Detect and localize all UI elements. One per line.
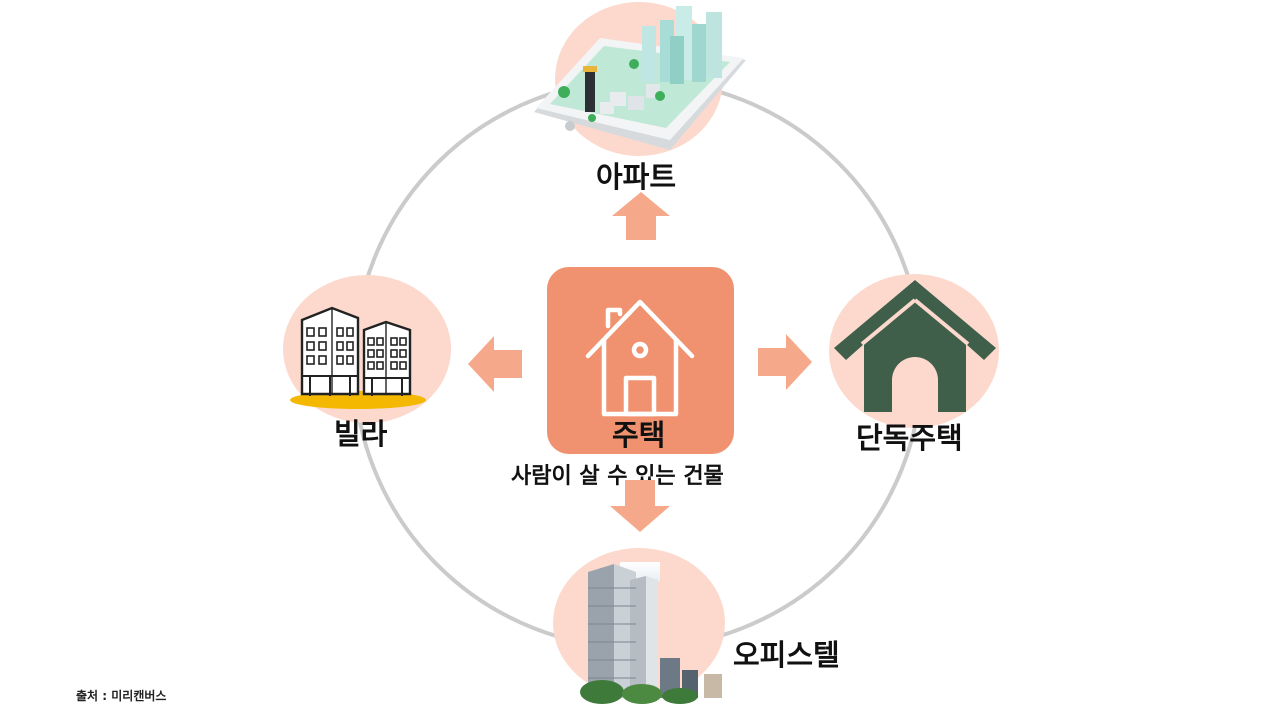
officetel-label: 오피스텔: [733, 638, 840, 672]
detached-label: 단독주택: [856, 421, 963, 455]
apartment-label: 아파트: [596, 160, 677, 194]
arrow-up-icon: [612, 192, 670, 240]
center-box: [547, 267, 734, 454]
arrow-down-icon: [610, 480, 670, 532]
villa-label: 빌라: [334, 417, 388, 451]
detached-house-icon: [832, 276, 998, 416]
center-subtitle: 사람이 살 수 있는 건물: [511, 464, 724, 489]
arrow-left-icon: [468, 336, 522, 392]
source-credit: 출처 : 미리캔버스: [76, 689, 167, 703]
arrow-right-icon: [758, 334, 812, 390]
apartment-phone-illustration: [530, 0, 750, 150]
villa-buildings-icon: [288, 304, 428, 412]
center-title: 주택: [612, 418, 666, 452]
house-outline-icon: [584, 296, 696, 420]
officetel-tower-illustration: [580, 558, 725, 704]
